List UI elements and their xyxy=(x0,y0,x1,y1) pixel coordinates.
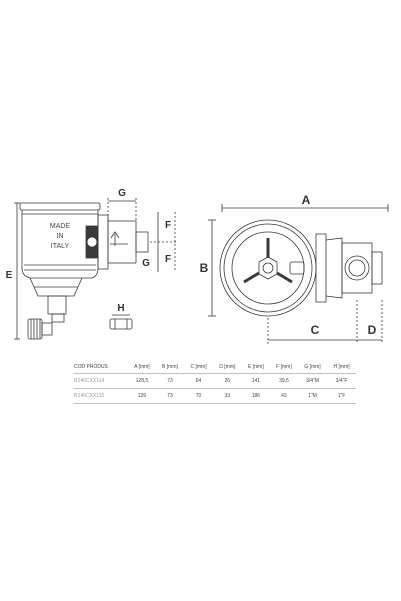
cell-b: 73 xyxy=(155,388,185,404)
cell-code: R146CXX114 xyxy=(74,373,128,389)
dim-label-g-side: G xyxy=(142,258,150,269)
header-c: C [mm] xyxy=(184,360,213,374)
header-d: D [mm] xyxy=(212,360,242,374)
header-f: F [mm] xyxy=(270,360,298,374)
table-row: R146CXX115 139 73 70 33 186 43 1"M 1"F xyxy=(74,388,356,404)
cell-h: 1"F xyxy=(327,388,356,404)
dim-label-h: H xyxy=(117,303,124,314)
cell-c: 64 xyxy=(184,373,213,389)
header-b: B [mm] xyxy=(155,360,185,374)
top-view-drawing xyxy=(208,204,389,344)
dim-label-g: G xyxy=(118,188,126,199)
embossing-line-2: IN xyxy=(57,233,64,240)
cell-code: R146CXX115 xyxy=(74,388,128,404)
cell-a: 128,5 xyxy=(128,373,156,389)
dim-label-b: B xyxy=(200,261,209,275)
header-e: E [mm] xyxy=(241,360,271,374)
cell-g: 3/4"M xyxy=(297,373,328,389)
header-g: G [mm] xyxy=(297,360,328,374)
cell-a: 139 xyxy=(128,388,156,404)
header-h: H [mm] xyxy=(327,360,356,374)
dim-label-f-lower: F xyxy=(165,254,171,265)
embossing-line-3: ITALY xyxy=(51,243,70,250)
cell-f: 43 xyxy=(270,388,298,404)
cell-c: 70 xyxy=(184,388,213,404)
dim-label-e: E xyxy=(6,270,13,281)
dim-label-f-upper: F xyxy=(165,220,171,231)
embossing-line-1: MADE xyxy=(50,223,71,230)
cell-e: 141 xyxy=(241,373,271,389)
cell-f: 39,5 xyxy=(270,373,298,389)
header-a: A [mm] xyxy=(128,360,156,374)
cell-g: 1"M xyxy=(297,388,328,404)
table-row: R146CXX114 128,5 73 64 26 141 39,5 3/4"M… xyxy=(74,373,356,389)
dimensions-table: COD PRODUS A [mm] B [mm] C [mm] D [mm] E… xyxy=(74,360,356,404)
cell-d: 26 xyxy=(212,373,242,389)
cell-e: 186 xyxy=(241,388,271,404)
cell-h: 3/4"F xyxy=(327,373,356,389)
side-view-drawing xyxy=(14,198,176,340)
cell-b: 73 xyxy=(155,373,185,389)
table-header-row: COD PRODUS A [mm] B [mm] C [mm] D [mm] E… xyxy=(74,360,356,374)
dim-label-a: A xyxy=(302,193,311,207)
header-cod-produs: COD PRODUS xyxy=(74,360,128,374)
cell-d: 33 xyxy=(212,388,242,404)
dim-label-c: C xyxy=(311,323,320,337)
dim-label-d: D xyxy=(368,323,377,337)
